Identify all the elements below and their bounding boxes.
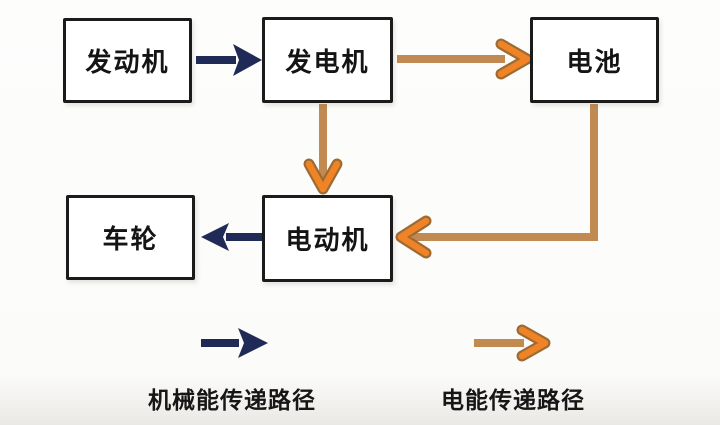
arrowhead-right-icon — [516, 324, 551, 362]
node-battery-label: 电池 — [566, 47, 623, 78]
arrow-shaft-horizontal — [412, 233, 598, 241]
legend-mechanical-arrow-icon — [201, 328, 268, 358]
arrow-motor-to-wheel — [201, 223, 262, 251]
arrow-shaft — [474, 339, 524, 347]
arrowhead-left-icon — [395, 215, 432, 259]
arrow-generator-to-motor — [303, 104, 343, 195]
arrow-battery-to-motor — [395, 104, 598, 259]
arrowhead-right-icon — [518, 326, 549, 360]
node-engine: 发动机 — [63, 18, 192, 103]
arrow-shaft-vertical — [590, 104, 598, 241]
legend-electrical-arrow-icon — [474, 324, 551, 362]
node-engine-label: 发动机 — [85, 48, 170, 78]
arrowhead-down-icon — [305, 160, 341, 193]
arrow-generator-to-battery — [397, 38, 533, 80]
legend-electrical-label: 电能传递路径 — [441, 388, 585, 414]
node-wheel: 车轮 — [66, 195, 195, 280]
node-generator: 发电机 — [262, 17, 393, 103]
arrowhead-right-icon — [497, 40, 531, 78]
arrowhead-down-icon — [303, 158, 343, 195]
node-motor-label: 电动机 — [285, 226, 370, 256]
arrow-shaft — [397, 55, 505, 63]
arrow-engine-to-generator — [196, 44, 262, 76]
arrow-shaft — [196, 56, 236, 64]
arrowhead-right-icon — [238, 328, 268, 358]
arrow-shaft — [226, 233, 262, 241]
arrow-shaft — [319, 104, 327, 186]
arrow-shaft — [201, 339, 239, 347]
legend-mechanical-label: 机械能传递路径 — [148, 388, 316, 414]
node-battery: 电池 — [530, 17, 659, 103]
arrowhead-left-icon — [397, 217, 430, 257]
arrowhead-right-icon — [233, 44, 262, 76]
node-motor: 电动机 — [262, 195, 393, 282]
node-wheel-label: 车轮 — [102, 225, 159, 255]
node-generator-label: 发电机 — [285, 47, 370, 78]
arrowhead-right-icon — [495, 38, 533, 80]
arrowhead-left-icon — [201, 223, 229, 251]
